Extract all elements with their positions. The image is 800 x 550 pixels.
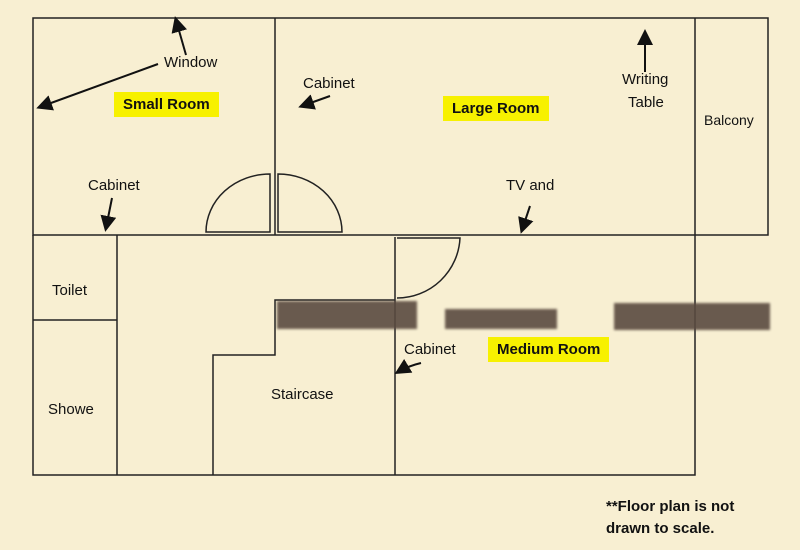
scale-note: **Floor plan is not drawn to scale.	[606, 496, 734, 540]
cabinet-medium-label: Cabinet	[404, 341, 456, 358]
redacted-block	[614, 303, 770, 330]
upper-wall	[32, 17, 769, 236]
door-large-room	[277, 173, 343, 233]
shower-label: Showe	[48, 401, 94, 418]
small-room-label: Small Room	[114, 92, 219, 117]
arrow-window-left	[36, 63, 159, 111]
redacted-block	[445, 309, 557, 329]
cabinet-small-label: Cabinet	[88, 177, 140, 194]
cabinet-large-label: Cabinet	[303, 75, 355, 92]
door-small-room	[205, 173, 271, 233]
door-medium-room	[396, 237, 461, 299]
writing-table-label-2: Table	[628, 94, 664, 111]
lower-wall	[32, 235, 696, 476]
scale-note-line2: drawn to scale.	[606, 520, 715, 537]
arrow-window-top	[171, 16, 187, 56]
tv-label: TV and	[506, 177, 555, 194]
toilet-label: Toilet	[52, 282, 88, 299]
balcony-label: Balcony	[704, 112, 754, 128]
medium-room-label: Medium Room	[488, 337, 610, 362]
large-room-label: Large Room	[443, 96, 549, 121]
scale-note-line1: **Floor plan is not	[606, 498, 735, 515]
arrow-tv	[518, 205, 534, 234]
staircase-label: Staircase	[271, 386, 334, 403]
redacted-block	[277, 301, 417, 329]
writing-table-label-1: Writing	[622, 71, 669, 88]
arrow-cabinet-small	[100, 197, 117, 232]
arrow-cabinet-medium	[394, 358, 422, 375]
window-label: Window	[164, 54, 218, 71]
staircase-outline	[212, 299, 395, 475]
arrow-cabinet-large	[298, 94, 331, 110]
